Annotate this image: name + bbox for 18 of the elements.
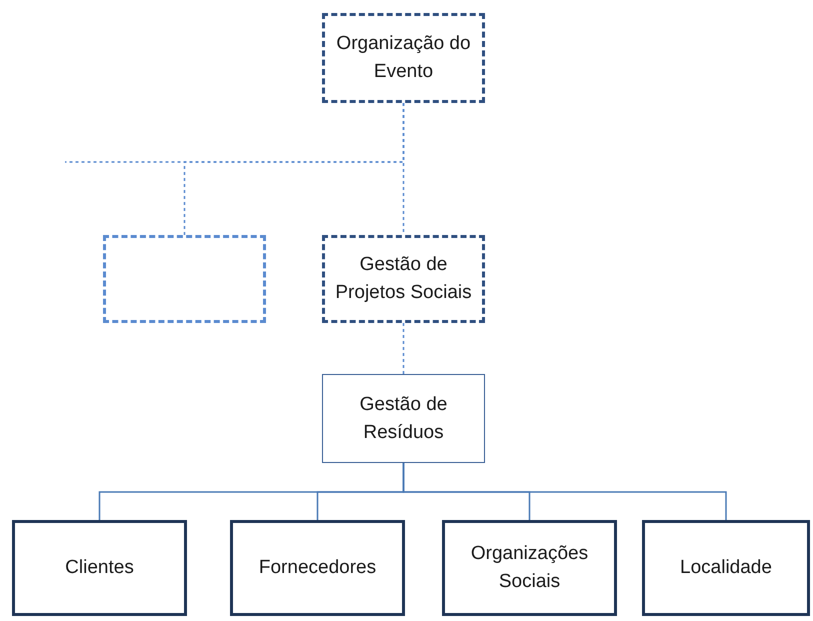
node-label: Gestão de Projetos Sociais — [334, 253, 473, 305]
node-label: Gestão de Resíduos — [358, 392, 448, 444]
dashed-box — [322, 13, 485, 103]
category-box — [442, 520, 617, 616]
category-box — [230, 520, 405, 616]
node-label: Organização do Evento — [335, 32, 472, 84]
category-box — [642, 520, 810, 616]
empty-dashed-box — [103, 235, 266, 323]
category-box — [12, 520, 187, 616]
dashed-box — [322, 235, 485, 323]
connector-line — [402, 323, 404, 374]
node-label: Clientes — [65, 556, 134, 580]
node-label: Fornecedores — [258, 556, 376, 580]
node-label: Organizações Sociais — [470, 542, 590, 594]
node-label: Localidade — [680, 556, 772, 580]
process-box — [322, 374, 485, 463]
connector-line — [402, 463, 727, 520]
connector-line — [402, 103, 404, 235]
